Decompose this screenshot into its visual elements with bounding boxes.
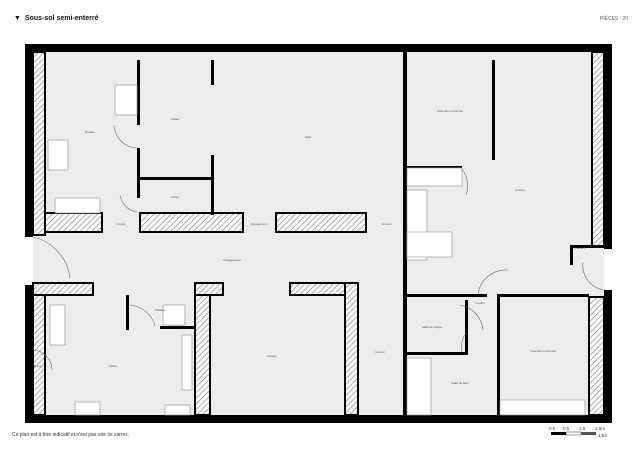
- room-label: Atelier: [171, 117, 180, 121]
- scale-tick: 0.0: [549, 426, 556, 431]
- scale-tick: 0.5: [563, 426, 570, 431]
- room-label: Bureau: [85, 130, 95, 134]
- room-label: Garage: [267, 354, 277, 358]
- fixtures: [47, 84, 586, 416]
- section-title: Sous-sol semi-enterré: [24, 15, 99, 22]
- room-label: Chambre à coucher: [437, 109, 463, 113]
- hatched-walls: [32, 51, 605, 416]
- scale-tick: 1.5m: [595, 426, 605, 431]
- room-label: Toilettes: [154, 308, 166, 312]
- room-label: Entrée: [34, 364, 43, 368]
- room-label: Atelier: [109, 364, 118, 368]
- room-label: Couloir: [382, 222, 392, 226]
- room-labels: Bureau Atelier Salle Cellier Couloir Dég…: [34, 109, 586, 385]
- scale-bar: 0.0 0.5 1.0 1.5m 1:52: [549, 426, 607, 438]
- room-label: Dégagement: [250, 222, 267, 226]
- triangle-down-icon[interactable]: ▼: [14, 15, 21, 22]
- walls: [25, 44, 612, 423]
- doors: [32, 124, 605, 371]
- room-label: Cellier: [171, 195, 180, 199]
- room-label: Couloir: [375, 350, 385, 354]
- section-header[interactable]: ▼ Sous-sol semi-enterré: [14, 15, 98, 22]
- scale-ratio: 1:52: [598, 433, 607, 438]
- room-label: Salle de lavage: [422, 325, 443, 329]
- room-label: Salle de bain: [451, 381, 469, 385]
- room-label: Cuisine: [515, 188, 525, 192]
- room-label: Couloir: [116, 222, 126, 226]
- room-label: Dégagement: [223, 258, 240, 262]
- room-label: Couloir: [475, 301, 485, 305]
- room-label: Salle: [305, 135, 312, 139]
- room-label: Chambre à coucher: [530, 349, 556, 353]
- scale-tick: 1.0: [579, 426, 586, 431]
- room-label: Placard: [575, 246, 586, 250]
- room-count: PIÈCES : 20: [599, 16, 628, 22]
- disclaimer: Ce plan est à titre indicatif et n'est p…: [12, 432, 130, 438]
